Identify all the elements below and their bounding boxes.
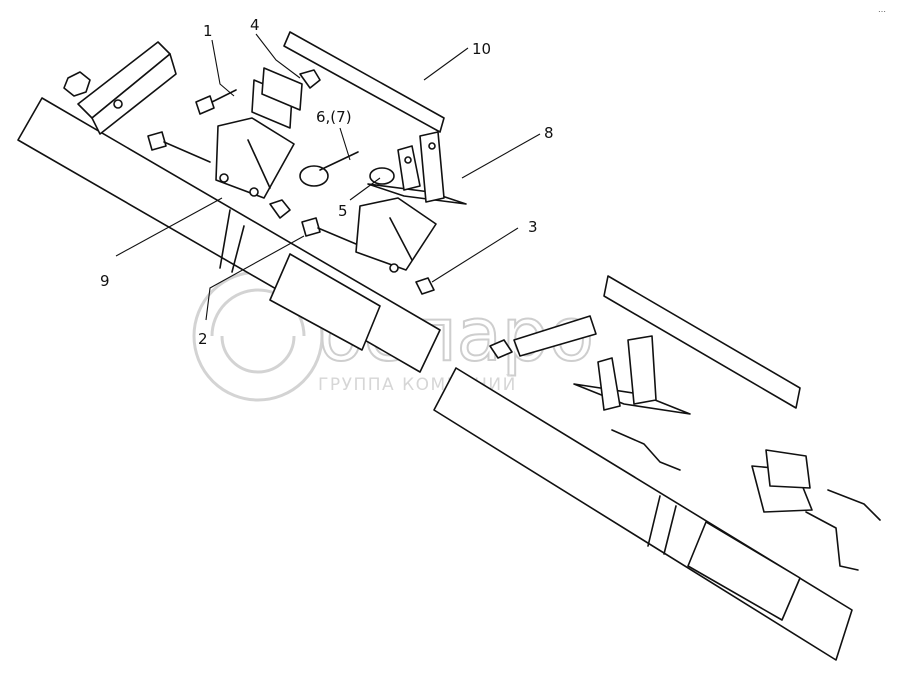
beam-joint-line — [647, 495, 661, 547]
callout-9: 9 — [100, 272, 110, 290]
hex-nut — [63, 71, 91, 97]
pin-ring — [299, 165, 329, 187]
plate-slot — [389, 217, 413, 261]
plate-hole — [219, 173, 229, 183]
mount-ear — [627, 335, 657, 405]
part-4-clamp — [251, 67, 321, 129]
hex-nut — [269, 199, 291, 219]
part-8-mount — [367, 131, 467, 205]
bracket-left-upper — [63, 41, 177, 135]
bolt-head — [301, 217, 321, 237]
part-1-bolt — [195, 89, 237, 115]
callout-1: 1 — [203, 22, 213, 40]
part-9-bracket — [215, 117, 295, 219]
frame-beam-lower — [433, 367, 853, 661]
leader-5 — [349, 177, 381, 201]
bracket-rod — [611, 429, 681, 471]
bracket-hole — [113, 99, 123, 109]
callout-labels: 1 2 3 4 5 6,(7) 8 9 10 — [100, 16, 554, 348]
hex-nut — [489, 339, 513, 359]
leader-6 — [339, 127, 351, 161]
leader-lines — [115, 33, 541, 321]
part-3-nut — [415, 277, 435, 295]
clamp-block-upper — [261, 67, 303, 111]
callout-6-7: 6,(7) — [316, 108, 352, 126]
frame-beam-upper — [17, 97, 441, 373]
pin-shank — [319, 151, 359, 171]
bar-lower — [603, 275, 801, 409]
beam-clamp-plate — [269, 253, 381, 351]
plate-slot — [247, 139, 271, 189]
bracket-rod — [805, 511, 859, 571]
part-6-pin — [299, 151, 395, 187]
leader-4 — [255, 33, 301, 79]
bolt-head — [147, 131, 167, 151]
leader-8 — [461, 133, 541, 179]
beam-clamp-plate — [687, 521, 801, 621]
callout-10: 10 — [472, 40, 491, 58]
bolt-head — [195, 95, 215, 115]
hex-nut — [299, 69, 321, 89]
leader-2 — [205, 235, 305, 321]
leader-1 — [211, 39, 235, 97]
beam-lower-body — [433, 367, 853, 661]
plate-hole — [389, 263, 399, 273]
part-10-bar — [283, 31, 445, 133]
mount-ear — [419, 131, 445, 203]
ear-hole — [428, 142, 436, 150]
ear-hole — [404, 156, 412, 164]
part-5-clip — [369, 167, 395, 185]
bolt-shank — [211, 89, 237, 103]
bolt-shank — [163, 141, 211, 163]
angle-bracket-face — [91, 53, 177, 135]
callout-3: 3 — [528, 218, 538, 236]
corner-mark: … — [878, 5, 886, 14]
bolt-shank — [317, 227, 357, 245]
callout-2: 2 — [198, 330, 208, 348]
callout-4: 4 — [250, 16, 260, 34]
angle-bracket — [513, 315, 597, 357]
callout-8: 8 — [544, 124, 554, 142]
leader-9 — [115, 197, 223, 257]
bent-plate — [215, 117, 295, 199]
plate-hole — [249, 187, 259, 197]
clamp-block-upper — [765, 449, 811, 489]
leader-10 — [423, 47, 469, 81]
leader-3 — [431, 227, 519, 283]
long-bolt — [147, 131, 211, 163]
callout-5: 5 — [338, 202, 348, 220]
mount-ear — [597, 357, 621, 411]
beam-joint-line — [663, 505, 677, 555]
part-2-bracket — [301, 197, 437, 295]
lower-right-assembly — [489, 275, 881, 571]
bent-plate — [355, 197, 437, 271]
beam-joint-line — [219, 209, 231, 269]
bracket-rod — [827, 489, 881, 521]
mount-ear — [397, 145, 421, 191]
beam-joint-line — [231, 225, 245, 273]
